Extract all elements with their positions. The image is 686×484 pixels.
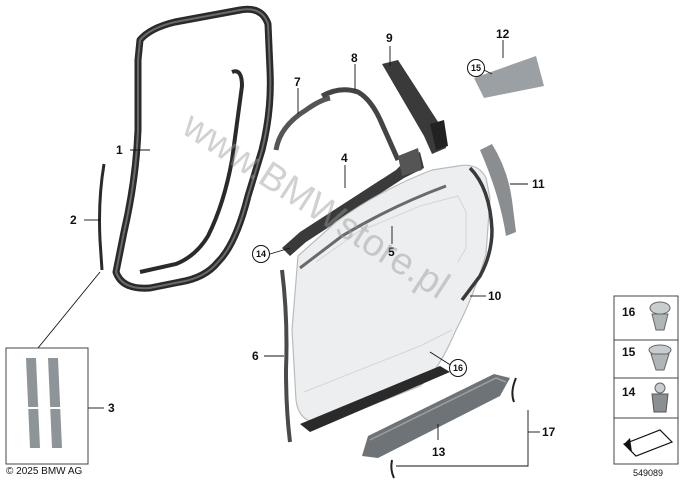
leader-c16	[429, 351, 453, 367]
label-part-4: 4	[341, 151, 348, 165]
circled-ref-15: 15	[467, 59, 485, 77]
label-part-8: 8	[351, 51, 358, 65]
svg-text:14: 14	[256, 249, 266, 259]
label-part-10: 10	[488, 289, 502, 303]
lower-seal-part-2	[98, 163, 106, 271]
window-channel-part-4	[282, 148, 424, 256]
guide-rail-part-8	[320, 87, 401, 162]
svg-text:16: 16	[453, 363, 463, 373]
label-part-9: 9	[386, 31, 393, 45]
label-part-13: 13	[432, 445, 446, 459]
label-part-7: 7	[294, 75, 301, 89]
leader-2-to-3	[37, 271, 101, 349]
leader-17-bracket	[396, 410, 529, 467]
legend-number-15: 15	[622, 345, 636, 359]
legend-number-14: 14	[622, 385, 636, 399]
pillar-channel-part-9	[382, 60, 448, 154]
label-part-2: 2	[70, 213, 77, 227]
expanding-rivet-icon	[648, 344, 672, 371]
trim-insert-part-12	[474, 56, 544, 98]
label-part-1: 1	[116, 143, 123, 157]
inset-box-part-3	[5, 347, 89, 465]
circled-ref-16: 16	[449, 359, 467, 377]
label-part-12: 12	[496, 27, 510, 41]
pillar-seal-part-6	[280, 269, 292, 443]
legend-number-16: 16	[622, 305, 636, 319]
circled-ref-14: 14	[252, 245, 270, 263]
leader-c14	[269, 247, 291, 255]
push-clip-icon	[651, 382, 669, 413]
edge-strip-part-17	[390, 377, 517, 479]
lower-trim-part-13	[362, 374, 510, 458]
sill-seal-part-16-area	[300, 366, 450, 432]
diagram-number: 549089	[633, 468, 664, 478]
trim-strip-part-7	[273, 95, 331, 151]
fastener-legend: 16 15 14	[613, 295, 679, 465]
label-part-6: 6	[252, 349, 259, 363]
svg-text:15: 15	[471, 63, 481, 73]
label-part-11: 11	[532, 177, 545, 191]
label-part-5: 5	[388, 245, 395, 259]
door-seal-part-1	[112, 5, 274, 292]
copyright-text: © 2025 BMW AG	[6, 466, 83, 477]
rear-seal-part-10	[460, 166, 494, 302]
label-part-3: 3	[108, 401, 115, 415]
inner-channel-seal	[139, 69, 245, 274]
pin-clip-icon	[649, 301, 671, 331]
leader-c15	[483, 69, 493, 75]
label-part-17: 17	[542, 425, 556, 439]
direction-arrow-icon	[622, 429, 674, 457]
trim-panel-part-11	[480, 144, 516, 236]
